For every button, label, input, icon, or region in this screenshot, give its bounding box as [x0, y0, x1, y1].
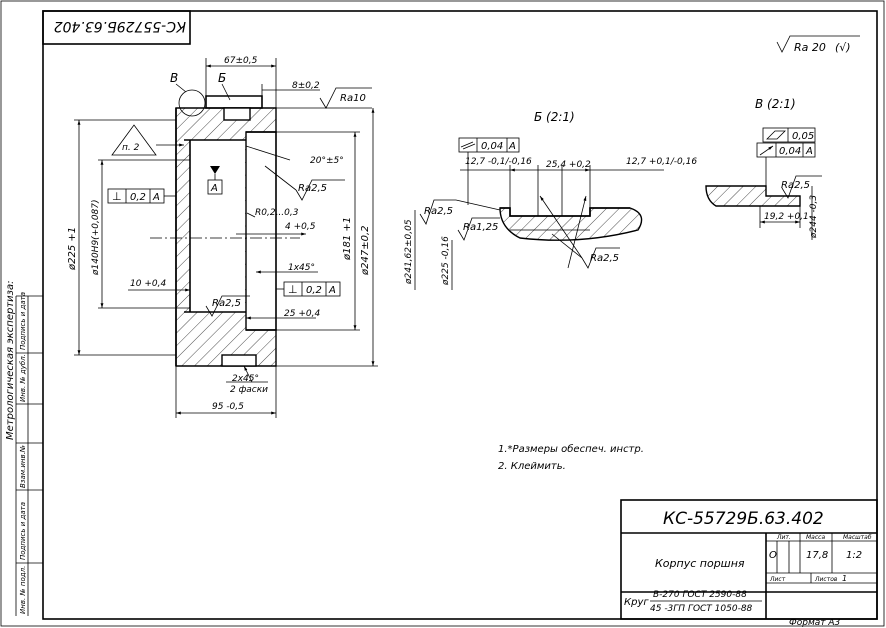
ra25-a: Ra2,5	[298, 183, 327, 194]
dim-4: 4 +0,5	[285, 222, 316, 232]
dim-247: ø247±0,2	[360, 226, 371, 277]
material-label: Круг	[624, 597, 649, 608]
dim-181: ø181 +1	[342, 217, 353, 261]
dim-140: ø140H9(+0,087)	[91, 199, 101, 276]
svg-text:А: А	[805, 146, 813, 157]
svg-text:0,05: 0,05	[792, 131, 814, 142]
svg-text:0,2: 0,2	[306, 285, 322, 296]
title-block: КС-55729Б.63.402 Корпус поршня Лит. Масс…	[620, 499, 878, 620]
mass-header: Масса	[806, 534, 825, 541]
svg-text:А: А	[328, 285, 336, 296]
detail-b-title: Б (2:1)	[534, 110, 575, 124]
margin-label-1: Инв. № подл.	[19, 566, 27, 614]
left-margin: Метрологическая экспертиза: Подпись и да…	[5, 281, 43, 616]
svg-text:0,04: 0,04	[779, 146, 801, 157]
svg-text:А: А	[508, 141, 516, 152]
metrology-label: Метрологическая экспертиза:	[5, 281, 16, 440]
material-line2: 45 -3ГП ГОСТ 1050-88	[650, 604, 753, 614]
svg-text:⊥: ⊥	[288, 283, 298, 296]
dim-10: 10 +0,4	[130, 279, 166, 289]
chamfer-note: 2 фаски	[230, 385, 268, 395]
note-2: 2. Клеймить.	[498, 461, 566, 472]
detail-b: Б (2:1) 0,04 А 12,7 -0,1/-0,16 25,4 +0,2…	[404, 110, 697, 290]
notes: 1.*Размеры обеспеч. инстр. 2. Клеймить.	[498, 443, 644, 472]
inner-frame	[42, 10, 878, 620]
dim-241: ø241,62±0,05	[404, 219, 414, 285]
margin-label-2: Подпись и дата	[19, 502, 27, 560]
chamfer-1x45: 1x45°	[288, 263, 315, 273]
sheet-label: Лист	[769, 576, 786, 583]
margin-label-5: Подпись и дата	[19, 292, 27, 350]
roughness-general: Ra 20	[794, 41, 826, 54]
general-roughness: Ra 20 (√)	[776, 35, 860, 54]
sheets-label: Листов	[814, 576, 838, 583]
main-view: 67±0,5 8±0,2 Ra10 В Б п. 2 ø225 +1 ø140H…	[67, 56, 378, 418]
dim-127b: 12,7 +0,1/-0,16	[626, 157, 697, 167]
perp-frame-left: ⊥ 0,2 А	[107, 188, 176, 204]
dim-254: 25,4 +0,2	[546, 160, 591, 170]
dim-67: 67±0,5	[224, 56, 258, 66]
material-line1: В-270 ГОСТ 2590-88	[653, 590, 747, 600]
title-drawing-number: КС-55729Б.63.402	[663, 509, 824, 529]
lit-header: Лит.	[776, 534, 791, 541]
mass-value: 17,8	[806, 550, 828, 561]
perp-frame-right: ⊥ 0,2 А	[276, 281, 341, 297]
part-name: Корпус поршня	[655, 557, 745, 570]
dim-25: 25 +0,4	[284, 309, 320, 319]
dim-225-main: ø225 +1	[67, 227, 78, 271]
angle-20: 20°±5°	[310, 156, 344, 166]
rotated-number-box: КС-55729Б.63.402	[42, 10, 191, 45]
datum-a: А	[210, 183, 218, 194]
note-1: 1.*Размеры обеспеч. инстр.	[498, 443, 644, 455]
runout-frame: 0,04 А	[756, 142, 816, 158]
ra25-b: Ra2,5	[212, 298, 241, 309]
dim-127a: 12,7 -0,1/-0,16	[465, 157, 532, 167]
dim-225-b: ø225 -0,16	[441, 236, 451, 286]
dim-8: 8±0,2	[292, 81, 320, 91]
dim-192: 19,2 +0,1	[764, 212, 809, 222]
scale-value: 1:2	[846, 550, 862, 561]
ra25-b-left: Ra2,5	[424, 206, 453, 217]
margin-label-3: Взам.инв.№	[19, 445, 27, 488]
dim-95: 95 -0,5	[212, 402, 244, 412]
ra10: Ra10	[340, 93, 366, 104]
rotated-drawing-number: КС-55729Б.63.402	[54, 18, 186, 34]
detail-v: В (2:1) 0,05 0,04 А Ra2,5 19,2 +0,1 ø244…	[705, 97, 822, 240]
sheets-value: 1	[842, 574, 847, 583]
flatness-frame: 0,05	[762, 127, 816, 143]
detail-v-title: В (2:1)	[755, 97, 796, 111]
format-label: Формат А3	[789, 618, 841, 628]
svg-text:А: А	[152, 192, 160, 203]
dim-244: ø244 -0,3	[809, 195, 819, 239]
label-b: Б	[218, 71, 226, 85]
margin-label-4: Инв. № дубл.	[19, 354, 27, 402]
lit-value: О	[769, 550, 777, 561]
svg-text:0,2: 0,2	[130, 192, 146, 203]
svg-text:⊥: ⊥	[112, 190, 122, 203]
ra125: Ra1,25	[463, 222, 498, 233]
p2-label: п. 2	[122, 143, 140, 153]
r-dim: R0,2...0,3	[255, 208, 299, 218]
label-v: В	[170, 71, 178, 85]
svg-text:0,04: 0,04	[481, 141, 503, 152]
scale-header: Масштаб	[843, 534, 872, 541]
chamfer-2x45: 2x45°	[232, 374, 259, 384]
ra25-v: Ra2,5	[781, 180, 810, 191]
ra25-b-bottom: Ra2,5	[590, 253, 619, 264]
roughness-check: (√)	[835, 41, 851, 54]
